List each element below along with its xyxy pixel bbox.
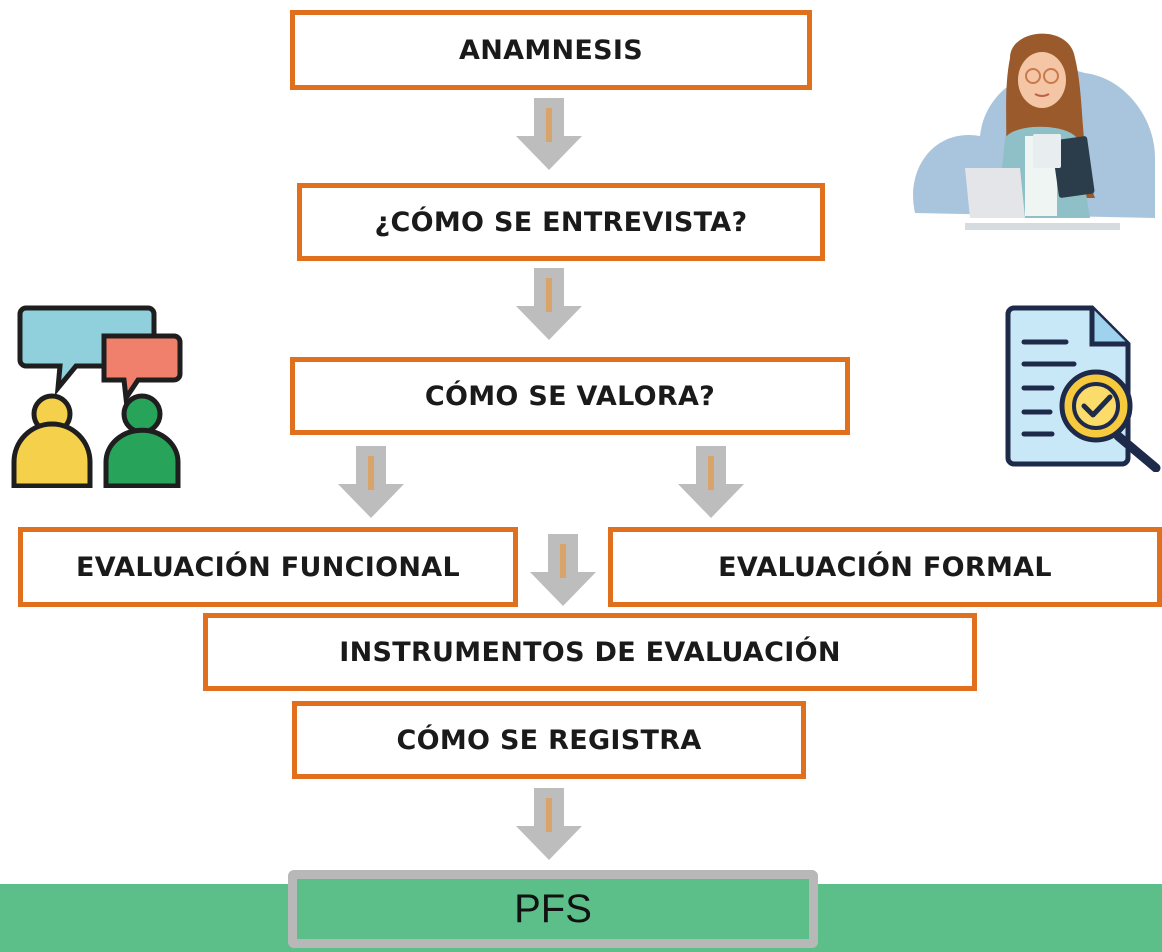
arrow-entrevista-to-valora: [516, 268, 582, 340]
node-evaluacion-funcional: EVALUACIÓN FUNCIONAL: [18, 527, 518, 607]
node-evaluacion-formal: EVALUACIÓN FORMAL: [608, 527, 1162, 607]
node-como-se-entrevista: ¿CÓMO SE ENTREVISTA?: [297, 183, 825, 261]
node-pfs: PFS: [288, 870, 818, 948]
node-como-se-registra: CÓMO SE REGISTRA: [292, 701, 806, 779]
arrow-to-instrumentos: [530, 534, 596, 606]
node-instrumentos-label: INSTRUMENTOS DE EVALUACIÓN: [339, 636, 841, 668]
arrow-valora-to-funcional: [338, 446, 404, 518]
node-funcional-label: EVALUACIÓN FUNCIONAL: [76, 551, 460, 583]
node-anamnesis-label: ANAMNESIS: [459, 34, 643, 66]
arrow-valora-to-formal: [678, 446, 744, 518]
node-valora-label: CÓMO SE VALORA?: [424, 380, 716, 412]
node-como-se-valora: CÓMO SE VALORA?: [290, 357, 850, 435]
woman-reading-illustration: [913, 33, 1155, 230]
node-entrevista-label: ¿CÓMO SE ENTREVISTA?: [374, 206, 748, 238]
node-instrumentos-de-evaluacion: INSTRUMENTOS DE EVALUACIÓN: [203, 613, 977, 691]
arrow-anamnesis-to-entrevista: [516, 98, 582, 170]
node-formal-label: EVALUACIÓN FORMAL: [718, 551, 1052, 583]
node-anamnesis: ANAMNESIS: [290, 10, 812, 90]
conversation-people-icon: [11, 305, 183, 488]
node-pfs-label: PFS: [514, 886, 592, 931]
document-search-icon: [1005, 305, 1161, 472]
arrow-registra-to-pfs: [516, 788, 582, 860]
node-registra-label: CÓMO SE REGISTRA: [396, 724, 702, 756]
